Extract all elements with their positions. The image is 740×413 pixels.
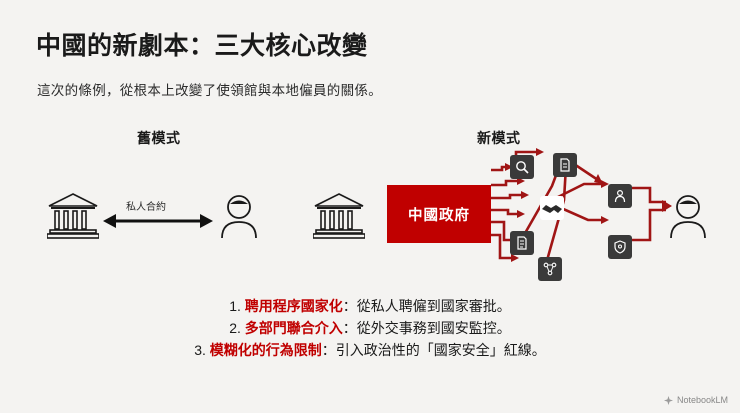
bullet-key: 聘用程序國家化 bbox=[244, 298, 343, 314]
bullet-key: 多部門聯合介入 bbox=[244, 320, 343, 336]
footer-brand: NotebookLM bbox=[663, 395, 728, 405]
bullet-number: 3. bbox=[194, 342, 206, 358]
old-model-bidirectional-arrow bbox=[103, 213, 213, 229]
node-handshake-icon bbox=[540, 196, 564, 220]
page-title: 中國的新劇本：三大核心改變 bbox=[36, 32, 368, 60]
bullet-rest: ：從私人聘僱到國家審批。 bbox=[342, 298, 511, 314]
new-person-icon bbox=[668, 193, 708, 244]
government-node: 中國政府 bbox=[387, 185, 491, 243]
bullet-key: 模糊化的行為限制 bbox=[209, 342, 322, 358]
node-document-lines-icon bbox=[510, 231, 534, 255]
node-network-share-icon bbox=[538, 257, 562, 281]
old-embassy-building-icon bbox=[46, 193, 100, 244]
new-embassy-building-icon bbox=[312, 193, 366, 244]
node-document-icon bbox=[553, 153, 577, 177]
old-link-label: 私人合約 bbox=[126, 202, 166, 213]
bullet-rest: ：從外交事務到國安監控。 bbox=[342, 320, 511, 336]
node-person-badge-icon bbox=[608, 184, 632, 208]
bullet-number: 2. bbox=[229, 320, 241, 336]
bullet-number: 1. bbox=[229, 298, 241, 314]
old-person-icon bbox=[219, 193, 259, 244]
node-magnifier-icon bbox=[510, 155, 534, 179]
page-subtitle: 這次的條例，從根本上改變了使領館與本地僱員的關係。 bbox=[37, 83, 382, 98]
node-shield-icon bbox=[608, 235, 632, 259]
key-points-list: 1. 聘用程序國家化：從私人聘僱到國家審批。 2. 多部門聯合介入：從外交事務到… bbox=[0, 295, 740, 361]
old-model-label: 舊模式 bbox=[137, 130, 181, 146]
list-item: 3. 模糊化的行為限制：引入政治性的「國家安全」紅線。 bbox=[0, 339, 740, 361]
bullet-rest: ：引入政治性的「國家安全」紅線。 bbox=[321, 342, 546, 358]
new-model-label: 新模式 bbox=[477, 130, 521, 146]
footer-brand-label: NotebookLM bbox=[676, 395, 728, 405]
notebooklm-logo-icon bbox=[663, 395, 673, 405]
list-item: 1. 聘用程序國家化：從私人聘僱到國家審批。 bbox=[0, 295, 740, 317]
list-item: 2. 多部門聯合介入：從外交事務到國安監控。 bbox=[0, 317, 740, 339]
